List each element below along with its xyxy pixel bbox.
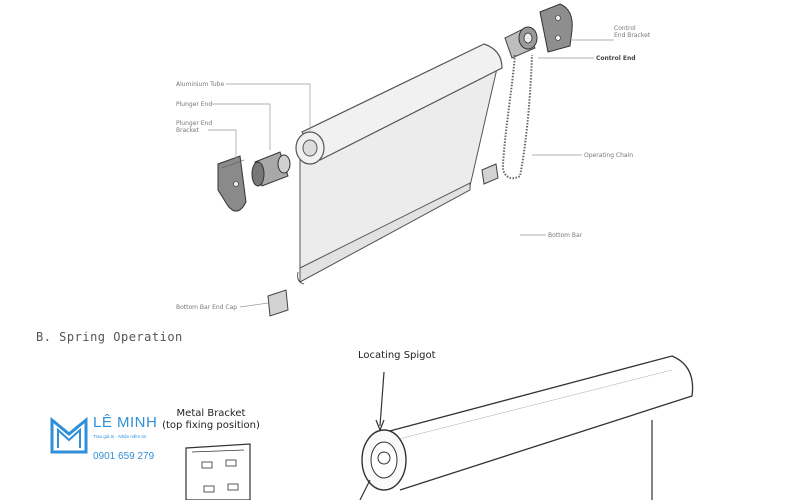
watermark-phone: 0901 659 279 (93, 451, 155, 462)
label-bottom-bar: Bottom Bar (548, 232, 583, 239)
bottom-bar-end-cap-left (267, 289, 289, 317)
control-end-bracket (539, 3, 573, 53)
spring-tube (385, 355, 694, 491)
control-end (504, 26, 538, 59)
section-b-title: B. Spring Operation (36, 330, 183, 344)
locating-spigot-leader (379, 371, 385, 427)
leader-lines-top (208, 39, 614, 308)
watermark-tagline: Trao giá trị - Nhận niềm tin (93, 434, 147, 439)
operating-chain (501, 54, 533, 180)
aluminium-tube (301, 43, 503, 161)
label-metal-bracket: Metal Bracket (top fixing position) (162, 408, 260, 431)
bottom-bar-end-cap-right (481, 163, 499, 185)
label-aluminium-tube: Aluminium Tube (176, 81, 225, 88)
bottom-bar (299, 182, 471, 283)
label-control-end-bracket: Control End Bracket (614, 25, 651, 39)
label-plunger-end: Plunger End (176, 101, 213, 108)
label-plunger-end-bracket: Plunger End Bracket (176, 120, 213, 134)
label-locating-spigot: Locating Spigot (358, 350, 436, 361)
plunger-end-bracket (217, 155, 247, 212)
metal-bracket (185, 443, 251, 500)
label-control-end: Control End (596, 55, 636, 62)
le-minh-logo-icon (50, 416, 88, 454)
watermark-name: LÊ MINH (93, 414, 158, 431)
plunger-end (251, 151, 291, 187)
label-operating-chain: Operating Chain (584, 152, 634, 159)
label-bottom-bar-end-cap: Bottom Bar End Cap (176, 304, 238, 311)
